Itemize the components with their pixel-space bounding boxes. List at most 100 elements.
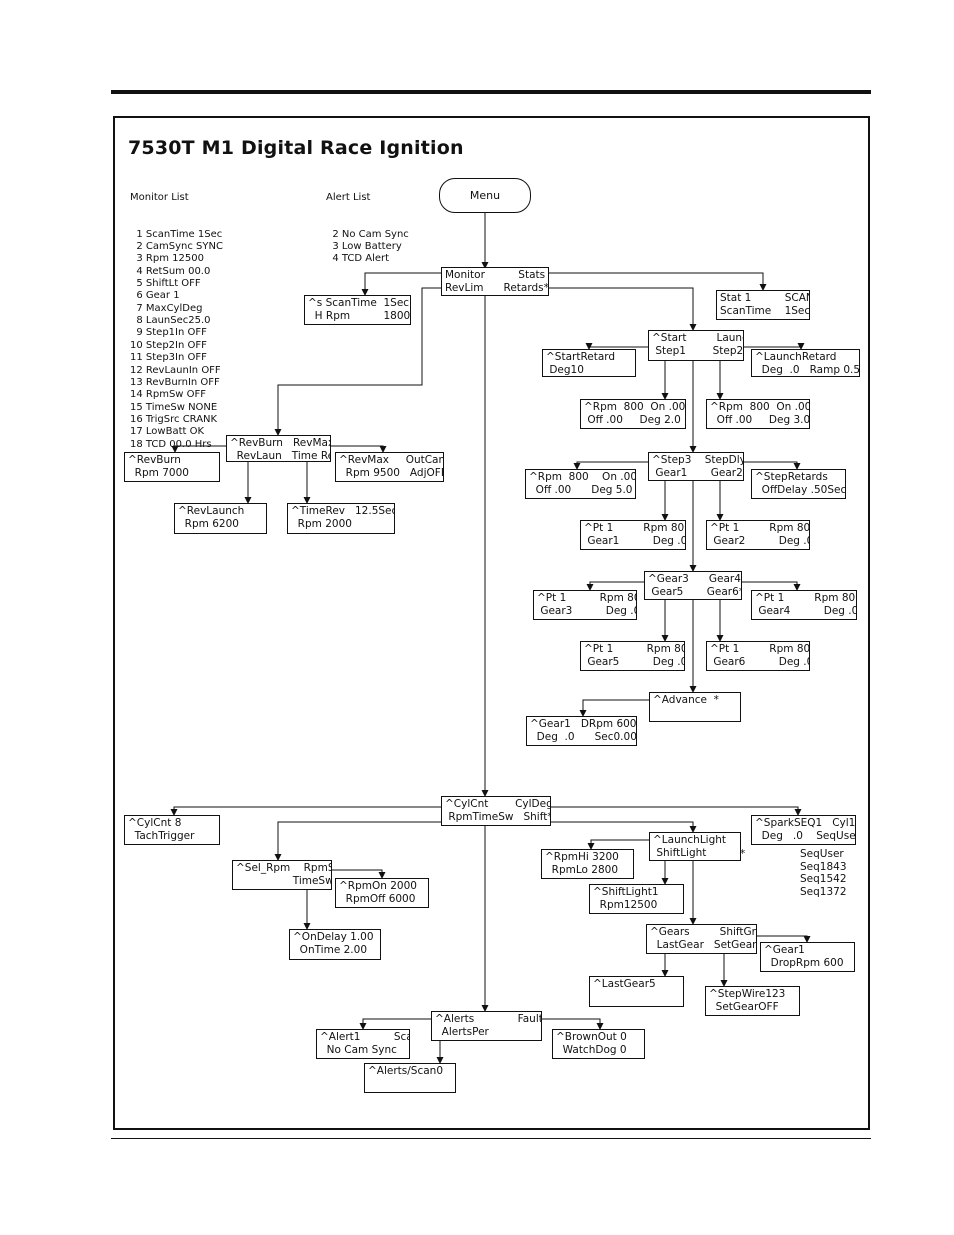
- menu-box-scantime: ^s ScanTime 1Sec H Rpm 1800: [304, 295, 411, 325]
- seq-option: SeqUser: [800, 848, 844, 860]
- menu-box-line: ^Gear1 DRpm 600: [530, 718, 637, 730]
- menu-box-line: Rpm 7000: [128, 466, 189, 479]
- menu-box-line: ^Alert1 Scan: [320, 1031, 410, 1043]
- menu-box-pt-gear4: ^Pt 1 Rpm 800 Gear4 Deg .0: [751, 590, 857, 620]
- menu-box-sparkseq: ^SparkSEQ1 Cyl1 Deg .0 SeqUser: [751, 815, 856, 845]
- diagram-frame: [113, 116, 870, 1130]
- menu-box-line: RevLaun Time Rev: [230, 449, 331, 462]
- menu-box-line: ^Pt 1 Rpm 800: [755, 592, 857, 604]
- monitor-list-item: 14 RpmSw OFF: [130, 389, 207, 401]
- top-rule: [111, 90, 871, 94]
- menu-box-line: Gear6 Deg .0: [710, 655, 810, 668]
- menu-box-line: ^RevLaunch: [178, 505, 245, 517]
- monitor-list-item: 13 RevBurnIn OFF: [130, 376, 220, 388]
- menu-box-line: ^Pt 1 Rpm 800: [584, 522, 686, 534]
- menu-box-pt-gear2: ^Pt 1 Rpm 800 Gear2 Deg .0: [706, 520, 810, 550]
- menu-box-line: Gear3 Deg .0: [537, 604, 637, 617]
- menu-box-gears-shiftgr: ^Gears ShiftGr* LastGear SetGear: [646, 924, 757, 954]
- menu-box-lastgear5: ^LastGear5: [589, 976, 684, 1007]
- menu-box-line: ^ShiftLight1: [593, 886, 659, 898]
- monitor-list-item: 10 Step2In OFF: [130, 339, 207, 351]
- menu-box-line: TimeSw: [236, 874, 332, 887]
- menu-box-line: ShiftLight: [653, 846, 707, 859]
- menu-box-pt-gear3: ^Pt 1 Rpm 800 Gear3 Deg .0: [533, 590, 637, 620]
- seq-option: Seq1843: [800, 860, 847, 873]
- monitor-list-item: 6 Gear 1: [130, 290, 180, 302]
- menu-box-line: ^Pt 1 Rpm 800: [710, 643, 810, 655]
- menu-box-line: ^Advance *: [653, 694, 719, 706]
- monitor-list-item: 16 TrigSrc CRANK: [130, 413, 218, 425]
- menu-box-line: Rpm 9500 AdjOFF: [339, 466, 444, 479]
- menu-box-line: RpmTimeSw Shift*: [445, 810, 551, 823]
- menu-box-line: ^Gear1: [764, 944, 805, 956]
- menu-box-line: ^Rpm 800 On .00: [710, 401, 810, 413]
- menu-box-rpmhi: ^RpmHi 3200 RpmLo 2800: [541, 849, 634, 879]
- alert-list-item: 4 TCD Alert: [326, 253, 390, 265]
- menu-node: Menu: [439, 178, 531, 213]
- menu-box-line: ^RevBurn: [128, 454, 181, 466]
- menu-box-line: WatchDog 0: [556, 1043, 627, 1056]
- monitor-list-item: 2 CamSync SYNC: [130, 241, 223, 253]
- menu-box-step3-stepdly: ^Step3 StepDly* Gear1 Gear2*: [648, 452, 744, 481]
- menu-box-pt-gear5: ^Pt 1 Rpm 800 Gear5 Deg .0: [580, 641, 685, 671]
- menu-box-rpmon: ^RpmOn 2000 RpmOff 6000: [335, 878, 429, 908]
- menu-box-line: ^Sel_Rpm RpmSw: [236, 862, 331, 874]
- menu-box-line: ^CylCnt 8: [128, 817, 182, 829]
- menu-box-line: ^LaunchRetard: [755, 351, 837, 363]
- menu-box-line: ^Alerts Fault*: [435, 1013, 542, 1025]
- monitor-list-item: 15 TimeSw NONE: [130, 401, 218, 413]
- menu-box-line: Gear1 Gear2*: [652, 466, 744, 479]
- menu-box-line: ^StepRetards: [755, 471, 828, 483]
- menu-box-launchretard: ^LaunchRetard Deg .0 Ramp 0.5: [751, 349, 860, 377]
- menu-box-revmax: ^RevMax OutCam Rpm 9500 AdjOFF: [335, 452, 444, 482]
- menu-box-line: RevLim Retards*: [445, 281, 549, 294]
- menu-box-line: Off .00 Deg 3.0: [710, 413, 810, 426]
- menu-box-line: ^StartRetard: [546, 351, 616, 363]
- menu-box-startretard: ^StartRetard Deg10: [542, 349, 636, 377]
- menu-box-step3-rpm: ^Rpm 800 On .00 Off .00 Deg 5.0: [525, 469, 636, 499]
- menu-box-advance: ^Advance *: [649, 692, 741, 722]
- menu-box-line: Gear1 Deg .0: [584, 534, 686, 547]
- monitor-list-item: 4 RetSum 00.0: [130, 265, 211, 277]
- monitor-list-item: 17 LowBatt OK: [130, 426, 205, 438]
- monitor-list-item: 3 Rpm 12500: [130, 253, 204, 265]
- menu-box-gear1-droprpm: ^Gear1 DropRpm 600: [760, 942, 855, 972]
- menu-box-line: ^Step3 StepDly*: [652, 454, 744, 466]
- menu-box-line: Deg .0 Ramp 0.5: [755, 363, 860, 376]
- menu-box-cylcnt8: ^CylCnt 8 TachTrigger: [124, 815, 220, 845]
- monitor-list-item: 5 ShiftLt OFF: [130, 278, 201, 290]
- menu-box-line: ScanTime 1Sec: [720, 304, 810, 317]
- menu-box-line: TachTrigger: [128, 829, 195, 842]
- menu-box-pt-gear6: ^Pt 1 Rpm 800 Gear6 Deg .0: [706, 641, 810, 671]
- menu-box-line: Deg .0 Sec0.00: [530, 730, 637, 743]
- menu-box-line: ^Alerts/Scan0: [368, 1065, 444, 1077]
- monitor-list-item: 11 Step3In OFF: [130, 352, 207, 364]
- menu-box-ondelay: ^OnDelay 1.00 OnTime 2.00: [289, 929, 381, 960]
- menu-box-line: ^OnDelay 1.00: [293, 931, 374, 943]
- menu-box-line: Gear4 Deg .0: [755, 604, 857, 617]
- monitor-list-item: 1 ScanTime 1Sec: [130, 228, 223, 240]
- menu-box-line: ^RevMax OutCam: [339, 454, 444, 466]
- menu-box-line: Rpm 2000: [291, 517, 352, 530]
- monitor-list-item: 9 Step1In OFF: [130, 327, 207, 339]
- menu-box-line: ^RpmOn 2000: [339, 880, 417, 892]
- menu-box-line: Gear2 Deg .0: [710, 534, 810, 547]
- monitor-list-item: 12 RevLaunIn OFF: [130, 364, 221, 376]
- alert-list-heading: Alert List: [326, 191, 371, 203]
- alert-list-item: 3 Low Battery: [326, 241, 402, 253]
- menu-box-timerev: ^TimeRev 12.5Sec Rpm 2000: [287, 503, 395, 534]
- menu-box-line: ^SparkSEQ1 Cyl1: [755, 817, 856, 829]
- menu-box-line: ^TimeRev 12.5Sec: [291, 505, 395, 517]
- monitor-list-item: 8 LaunSec25.0: [130, 315, 211, 327]
- menu-box-stepretards: ^StepRetards OffDelay .50Sec: [751, 469, 846, 499]
- launchlight-asterisk: *: [740, 848, 746, 860]
- menu-box-line: Off .00 Deg 5.0: [529, 483, 633, 496]
- menu-box-brownout: ^BrownOut 0 WatchDog 0: [552, 1029, 645, 1059]
- menu-box-line: Gear5 Gear6*: [648, 585, 742, 598]
- menu-box-line: Step1 Step2*: [652, 344, 744, 357]
- alert-list-items: 2 No Cam Sync 3 Low Battery 4 TCD Alert: [326, 229, 408, 266]
- menu-box-alerts-scan: ^Alerts/Scan0: [364, 1063, 456, 1093]
- menu-box-line: AlertsPer: [435, 1025, 489, 1038]
